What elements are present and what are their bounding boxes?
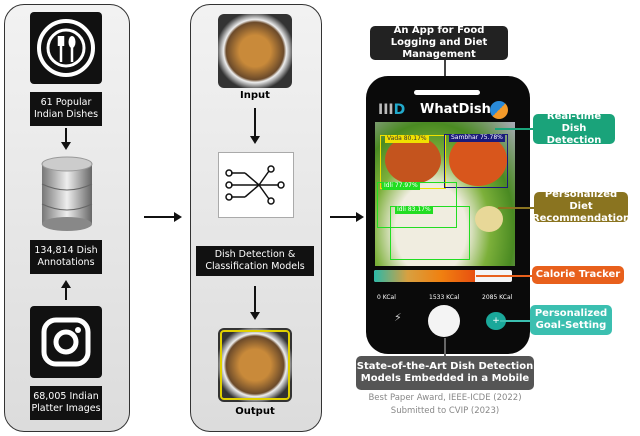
detection-box-idli-2: Idli 83.17%	[390, 206, 470, 260]
callout-calorie-tracker: Calorie Tracker	[532, 266, 624, 284]
flash-off-icon[interactable]: ⚡	[394, 311, 402, 324]
app-header-title: An App for Food Logging and Diet Managem…	[370, 25, 508, 60]
input-label: Input	[240, 90, 270, 101]
app-name: WhatDish	[420, 102, 491, 117]
phone-speaker	[414, 90, 480, 95]
detection-box-idli-1: Idli 77.97%	[377, 182, 457, 228]
add-goal-button[interactable]: +	[486, 312, 506, 330]
detection-box-sambhar: Sambhar 75.78%	[444, 134, 508, 188]
detection-box-vada: Vada 80.17%	[380, 135, 446, 189]
output-label: Output	[235, 406, 275, 417]
callout-goal-setting: Personalized Goal-Setting	[530, 305, 612, 335]
output-image	[218, 328, 292, 402]
fork-spoon-plate-icon	[30, 12, 102, 84]
kcal-min: 0 KCal	[377, 294, 396, 301]
annotations-label: 134,814 Dish Annotations	[30, 240, 102, 274]
database-icon	[40, 156, 94, 232]
kcal-current: 1533 KCal	[429, 294, 460, 301]
images-label: 68,005 Indian Platter Images	[30, 386, 102, 420]
iiitd-logo: IIID	[378, 102, 406, 118]
bottom-title: State-of-the-Art Dish Detection Models E…	[356, 356, 534, 390]
award-text: Best Paper Award, IEEE-ICDE (2022)	[368, 393, 522, 403]
model-label: Dish Detection & Classification Models	[196, 246, 314, 276]
dishes-label: 61 Popular Indian Dishes	[30, 92, 102, 126]
calorie-bar	[374, 270, 512, 282]
input-image	[218, 14, 292, 88]
submitted-text: Submitted to CVIP (2023)	[390, 406, 500, 416]
callout-real-time-detection: Real-time Dish Detection	[533, 111, 615, 146]
neural-network-icon	[218, 152, 294, 218]
callout-diet-recommendation: Personalized Diet Recommendation	[531, 189, 631, 224]
calorie-bar-fill	[374, 270, 476, 282]
instagram-icon	[30, 306, 102, 378]
kcal-max: 2085 KCal	[482, 294, 513, 301]
app-logo-icon	[490, 101, 508, 119]
capture-button[interactable]	[428, 305, 460, 337]
